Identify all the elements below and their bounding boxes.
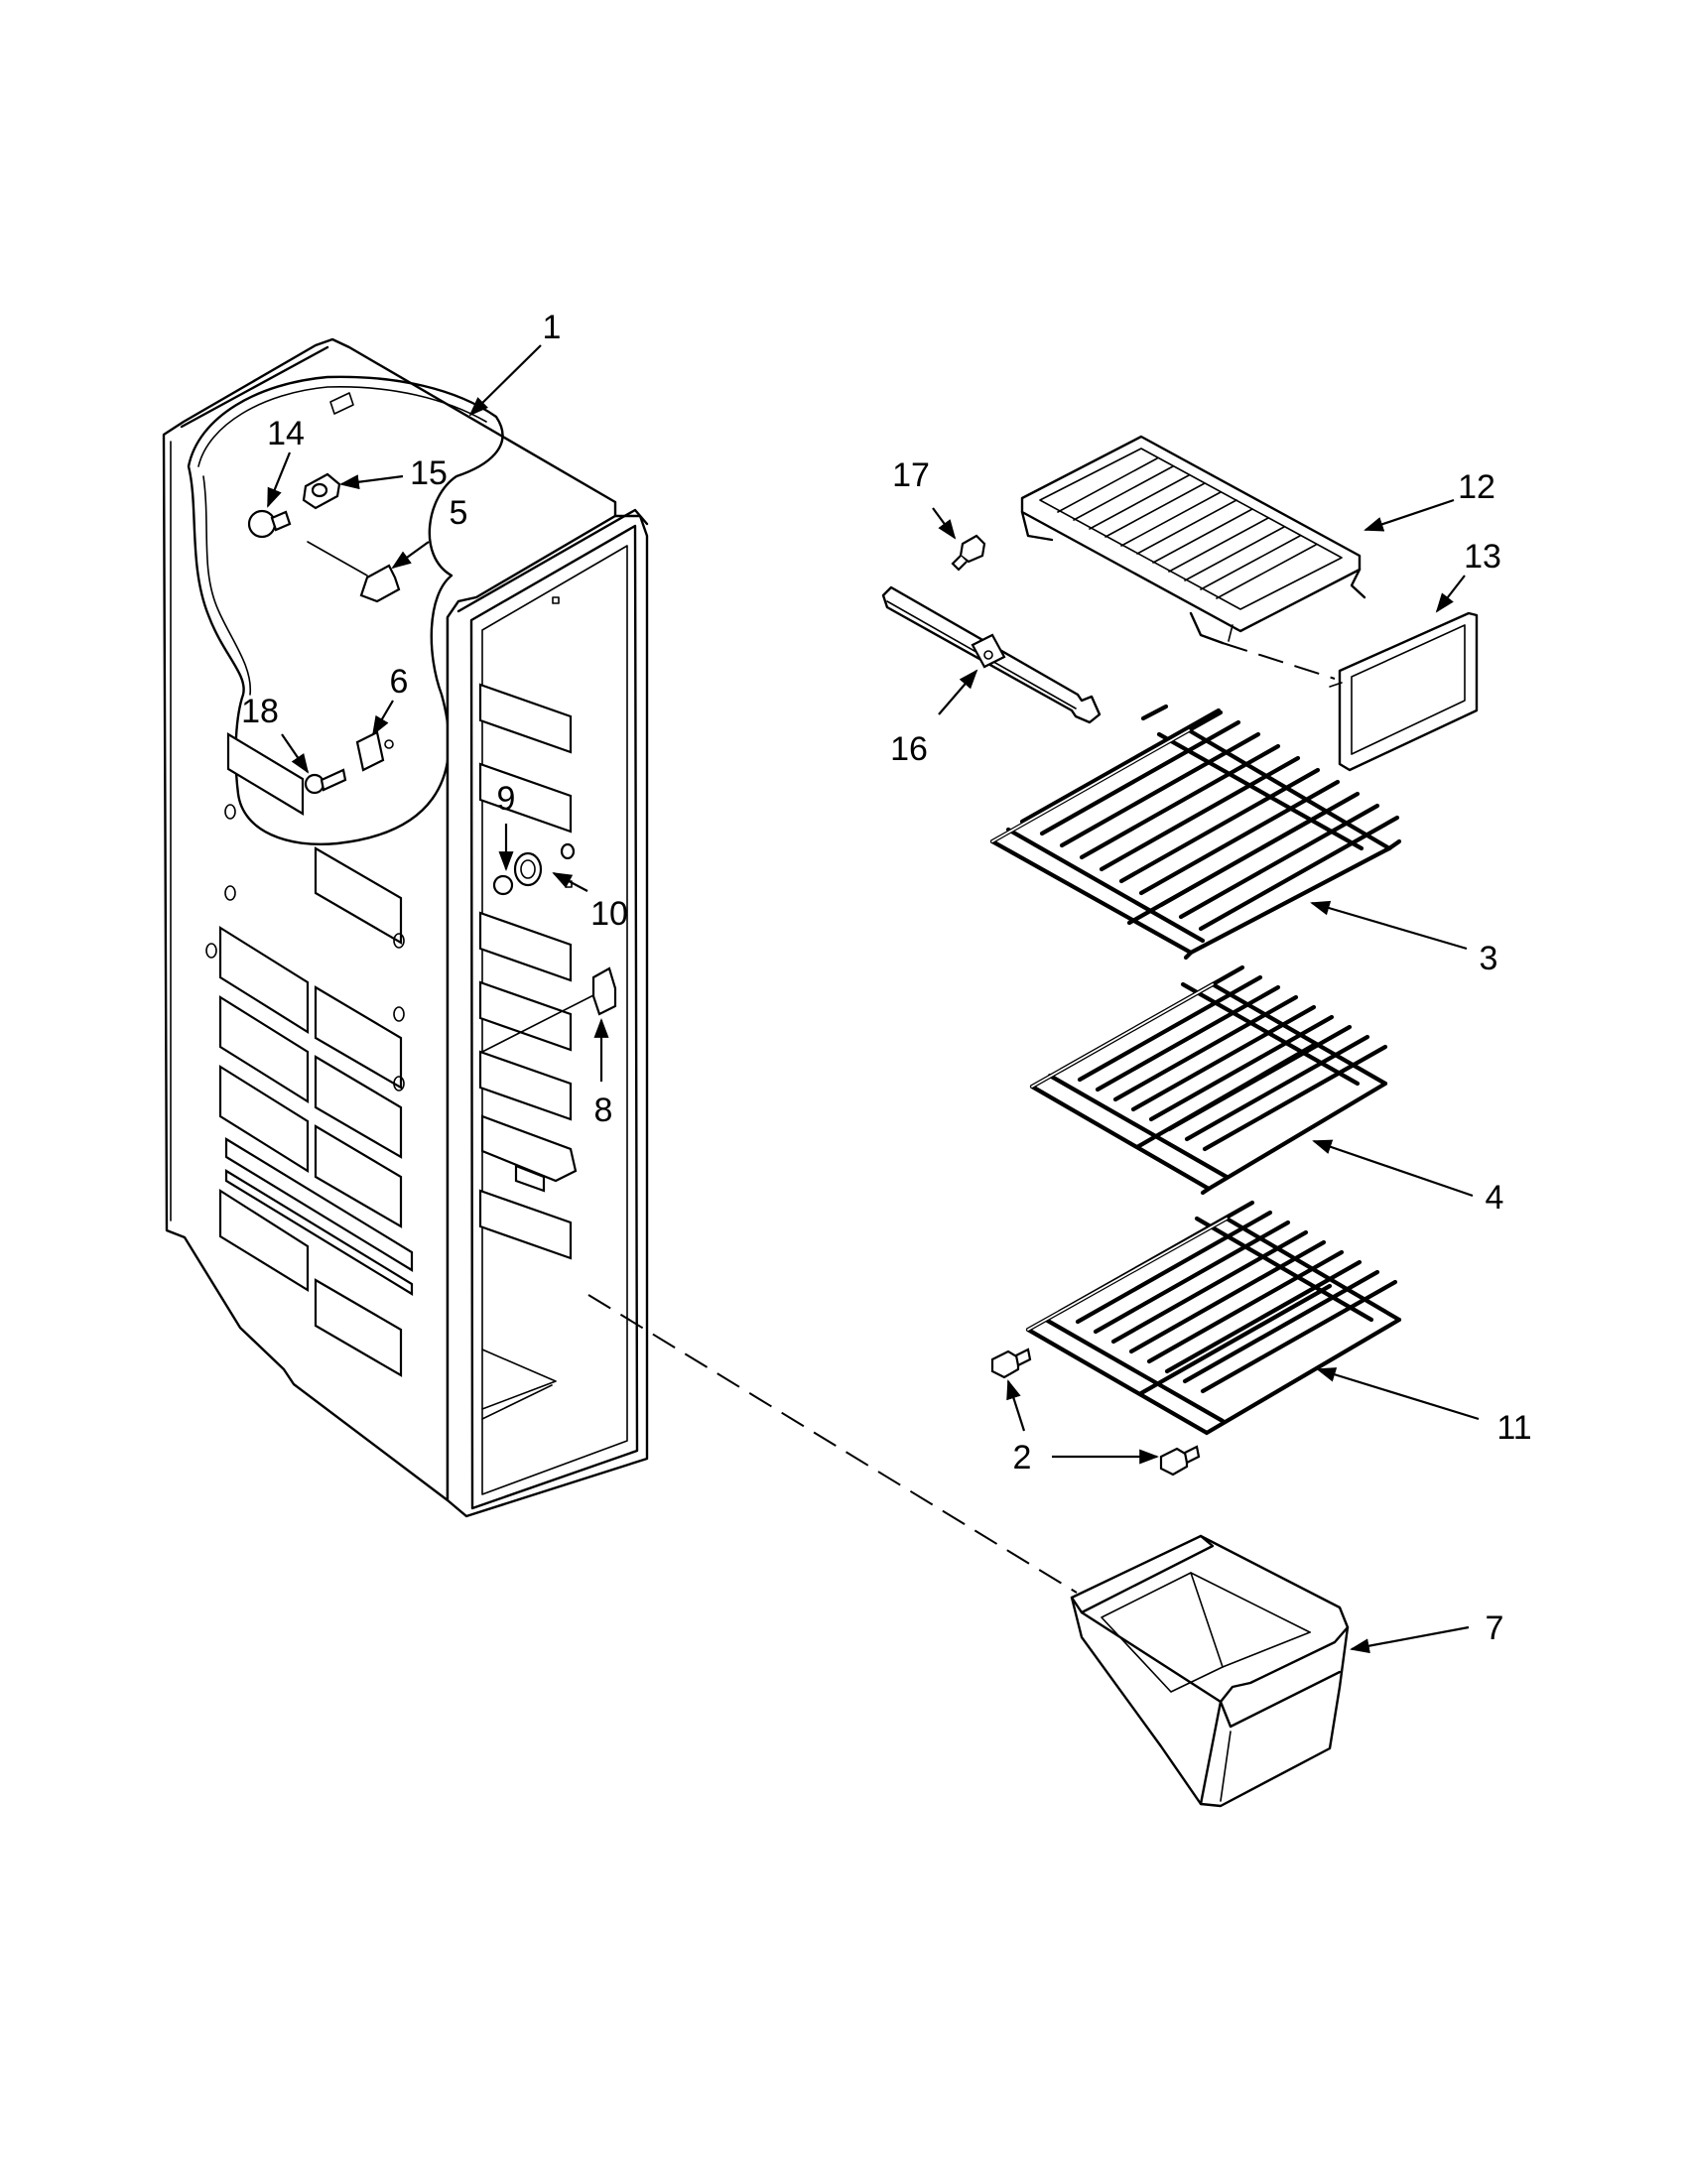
shelf-end-cap-left	[990, 1348, 1032, 1379]
wire-shelf-4-rods	[1059, 964, 1388, 1152]
callout-labels: 1 2 3 4 5 6 7 8 9 10 11 12 13 14 15 16 1…	[241, 309, 1532, 1647]
shelf-end-cap-right	[1159, 1445, 1201, 1477]
callout-3: 3	[1480, 940, 1498, 977]
callout-5: 5	[450, 494, 468, 532]
back-wall-vents	[218, 732, 403, 1377]
callout-8: 8	[594, 1092, 613, 1129]
shelf-bracket	[881, 585, 1102, 724]
light-bulb	[247, 509, 292, 539]
screw-part	[304, 768, 347, 795]
callout-4: 4	[1486, 1179, 1504, 1217]
switch-part	[591, 966, 617, 1016]
callout-10: 10	[590, 895, 628, 933]
tray-front-panel	[1329, 611, 1479, 772]
callout-9: 9	[497, 780, 516, 818]
wire-shelf-3	[989, 704, 1402, 961]
screw-17	[951, 534, 986, 572]
wire-shelf-11	[1025, 1200, 1402, 1436]
callout-14: 14	[267, 415, 305, 452]
bracket-part	[355, 730, 394, 772]
callout-1: 1	[543, 309, 562, 346]
callout-16: 16	[890, 730, 928, 768]
tray-grid	[1057, 457, 1317, 599]
leader-lines	[266, 344, 1480, 1654]
callout-2: 2	[1013, 1439, 1032, 1477]
side-wall-vents	[478, 683, 573, 1260]
wire-shelf-4	[1029, 964, 1388, 1196]
callout-15: 15	[410, 454, 448, 492]
shelf-tray	[1020, 435, 1366, 645]
wire-shelf-11-rods	[1057, 1200, 1398, 1394]
clip-part	[307, 541, 401, 603]
callout-12: 12	[1458, 468, 1495, 506]
knob-part	[492, 842, 576, 896]
freezer-liner	[162, 337, 649, 1518]
callout-18: 18	[241, 693, 279, 730]
callout-7: 7	[1486, 1609, 1504, 1647]
callout-6: 6	[390, 663, 409, 701]
light-socket	[302, 472, 341, 510]
callout-11: 11	[1496, 1409, 1531, 1447]
callout-13: 13	[1464, 538, 1501, 576]
freezer-bin	[1070, 1534, 1350, 1808]
callout-17: 17	[892, 456, 930, 494]
